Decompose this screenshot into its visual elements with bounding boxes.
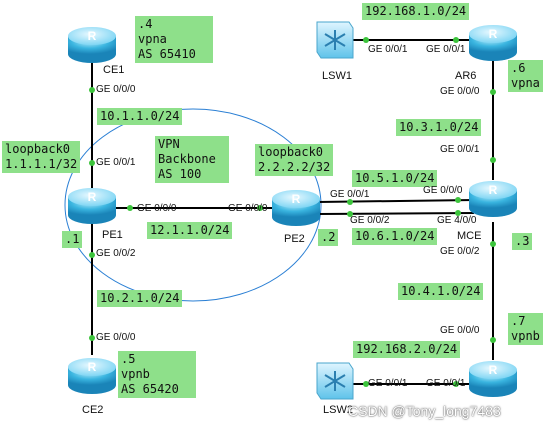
svg-text:R: R: [489, 183, 498, 197]
device-name-mce: MCE: [457, 230, 482, 242]
port-dot: [347, 199, 353, 205]
port-pe2-g000: GE 0/0/0: [228, 203, 268, 214]
router-ar6-icon[interactable]: R: [469, 25, 517, 61]
port-pe2-g002: GE 0/0/2: [350, 215, 390, 226]
port-dot: [455, 197, 461, 203]
link-pe2-mce-b: [317, 212, 475, 215]
net-mce-ar7-label: 10.4.1.0/24: [398, 283, 484, 300]
net-ce2-pe1-label: 10.2.1.0/24: [97, 290, 183, 307]
port-dots: [89, 37, 496, 387]
links: [91, 39, 494, 385]
router-ce2-icon[interactable]: R: [68, 358, 116, 394]
svg-text:R: R: [489, 363, 498, 377]
port-dot: [453, 381, 459, 387]
device-name-pe1: PE1: [102, 229, 123, 241]
port-pe1-g000: GE 0/0/0: [137, 203, 177, 214]
port-dot: [347, 211, 353, 217]
port-dot: [89, 252, 95, 258]
port-dot: [89, 160, 95, 166]
port-ar7-g000: GE 0/0/0: [440, 325, 480, 336]
svg-text:R: R: [292, 192, 301, 206]
port-dot: [127, 205, 133, 211]
mce-host-label: .3: [512, 233, 533, 250]
router-mce-icon[interactable]: R: [469, 181, 517, 217]
vpn-backbone-ellipse: [64, 108, 322, 302]
svg-text:R: R: [489, 27, 498, 41]
port-pe2-g001: GE 0/0/1: [330, 189, 370, 200]
ar7-info-label: .7 vpnb: [508, 313, 543, 345]
port-ce2-g000: GE 0/0/0: [96, 332, 136, 343]
port-dot: [453, 37, 459, 43]
device-name-pe2: PE2: [284, 233, 305, 245]
switch-lsw2-icon[interactable]: [316, 362, 354, 400]
device-name-ar6: AR6: [455, 70, 477, 82]
router-ce1-icon[interactable]: R: [68, 27, 116, 63]
net-ar6-mce-label: 10.3.1.0/24: [396, 119, 482, 136]
port-mce-g001: GE 0/0/1: [440, 144, 480, 155]
pe1-loopback-label: loopback0 1.1.1.1/32: [2, 141, 81, 173]
port-lsw2-g001: GE 0/0/1: [368, 378, 408, 389]
port-dot: [490, 337, 496, 343]
vpn-backbone-label: VPN Backbone AS 100: [155, 136, 229, 183]
port-dot: [455, 210, 461, 216]
svg-text:R: R: [88, 190, 97, 204]
device-name-ce2: CE2: [82, 404, 104, 416]
pe2-host-label: .2: [318, 229, 339, 246]
router-pe2-icon[interactable]: R: [272, 190, 320, 226]
svg-text:R: R: [88, 29, 97, 43]
port-ce1-g000: GE 0/0/0: [96, 84, 136, 95]
net-ce1-pe1-label: 10.1.1.0/24: [97, 108, 183, 125]
ce2-info-label: .5 vpnb AS 65420: [118, 351, 196, 398]
net-pe2-mce-b-label: 10.6.1.0/24: [352, 228, 438, 245]
switch-lsw1-icon[interactable]: [316, 21, 354, 59]
port-dot: [89, 87, 95, 93]
link-pe2-mce-a: [317, 199, 475, 203]
net-lan1-label: 192.168.1.0/24: [362, 3, 470, 20]
device-name-lsw1: LSW1: [322, 70, 352, 82]
net-pe2-mce-a-label: 10.5.1.0/24: [352, 170, 438, 187]
port-dot: [490, 241, 496, 247]
port-dot: [257, 205, 263, 211]
port-pe1-g002: GE 0/0/2: [96, 248, 136, 259]
port-mce-g000: GE 0/0/0: [423, 185, 463, 196]
pe2-loopback-label: loopback0 2.2.2.2/32: [255, 144, 334, 176]
port-mce-g400: GE 4/0/0: [437, 215, 477, 226]
port-ar7-g001: GE 0/0/1: [426, 378, 466, 389]
ar6-info-label: .6 vpna: [508, 60, 543, 92]
port-lsw1-g001: GE 0/0/1: [368, 44, 408, 55]
port-dot: [363, 37, 369, 43]
ce1-info-label: .4 vpna AS 65410: [135, 16, 213, 63]
router-ar7-icon[interactable]: R: [469, 361, 517, 397]
svg-text:R: R: [88, 360, 97, 374]
net-lan2-label: 192.168.2.0/24: [353, 341, 461, 358]
device-name-lsw2: LSW2: [323, 404, 353, 416]
watermark: CSDN @Tony_long7483: [348, 403, 501, 419]
router-pe1-icon[interactable]: R: [68, 188, 116, 224]
port-dot: [363, 381, 369, 387]
port-mce-g002: GE 0/0/2: [440, 246, 480, 257]
pe1-host-label: .1: [62, 231, 83, 248]
port-pe1-g001: GE 0/0/1: [96, 157, 136, 168]
port-ar6-g000: GE 0/0/0: [440, 86, 480, 97]
port-ar6-g001: GE 0/0/1: [426, 44, 466, 55]
port-dot: [490, 157, 496, 163]
port-dot: [89, 335, 95, 341]
device-name-ce1: CE1: [103, 64, 125, 76]
net-pe1-pe2-label: 12.1.1.0/24: [147, 222, 233, 239]
port-dot: [490, 89, 496, 95]
